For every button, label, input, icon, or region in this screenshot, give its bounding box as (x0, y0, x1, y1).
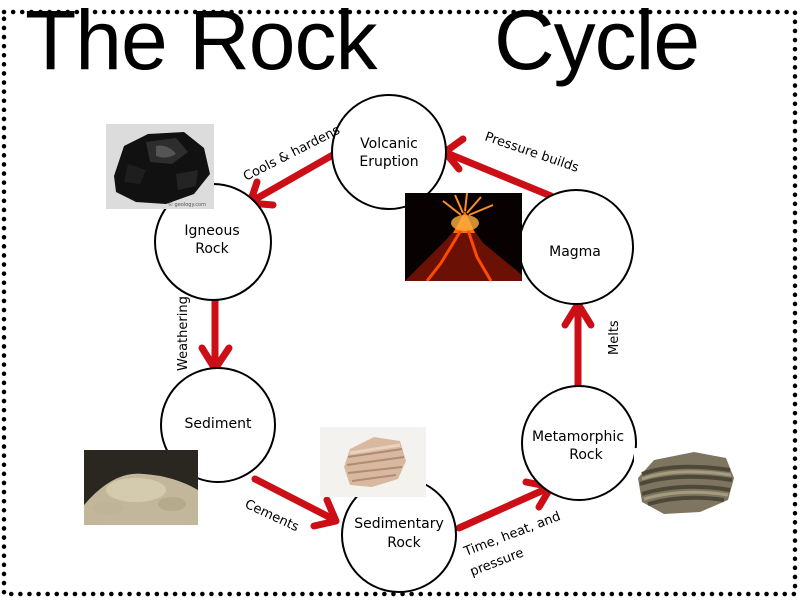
node-metamorphic-circle (521, 385, 637, 501)
node-metamorphic-label-1: Metamorphic (532, 429, 624, 445)
page-title-part2: Cycle (494, 0, 700, 87)
node-sedimentary-label-2: Rock (387, 535, 421, 551)
node-sedimentary-label-1: Sedimentary (354, 516, 444, 532)
arrow-cements-head (310, 496, 340, 530)
arrow-cools (254, 148, 342, 204)
arrow-time (455, 484, 552, 532)
obsidian-photo: © geology.com (106, 124, 214, 209)
node-igneous-label-2: Rock (195, 241, 229, 257)
sediment-photo (84, 450, 198, 525)
node-volcanic-label-1: Volcanic (360, 136, 418, 152)
arrows (198, 135, 595, 532)
arrow-cements (251, 475, 337, 523)
volcano-photo (405, 193, 522, 281)
gneiss-photo (634, 448, 736, 518)
node-igneous-label-1: Igneous (184, 223, 239, 239)
edge-label-cements: Cements (242, 497, 301, 535)
node-metamorphic-label-2: Rock (569, 447, 603, 463)
node-volcanic-circle (331, 94, 447, 210)
page-title-part1: The Rock (25, 0, 377, 87)
arrow-pressure (445, 150, 555, 200)
edge-label-weathering: Weathering (176, 296, 191, 371)
obsidian-credit: © geology.com (168, 201, 206, 208)
node-sediment-label: Sediment (185, 416, 252, 432)
node-magma-label: Magma (549, 244, 601, 260)
edge-label-melts: Melts (607, 320, 622, 355)
edge-label-pressure: Pressure builds (483, 130, 581, 176)
sandstone-photo (320, 427, 426, 497)
node-volcanic-label-2: Eruption (359, 154, 418, 170)
dotted-border (1, 9, 798, 597)
